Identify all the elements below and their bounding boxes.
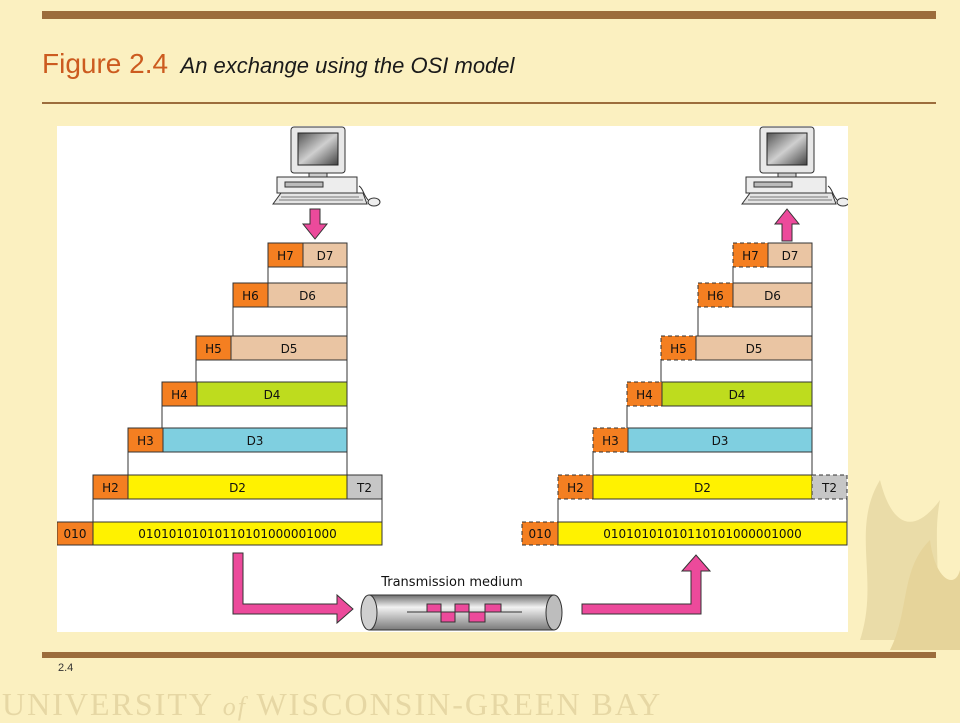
- receiver-data-d3: [627, 427, 813, 453]
- sender-down-arrow-icon: [301, 208, 329, 240]
- receiver-data-d6: [732, 282, 813, 308]
- receiver-trailer-label: T2: [821, 481, 837, 495]
- sender-data-label: D7: [317, 249, 334, 263]
- receiver-data-label: D7: [782, 249, 799, 263]
- title-rule: [42, 102, 936, 104]
- receiver-data-label: D4: [729, 388, 746, 402]
- sender-data-label: D4: [264, 388, 281, 402]
- bottom-rule: [42, 652, 936, 658]
- figure-number: Figure 2.4: [42, 48, 169, 79]
- wordmark-of: of: [222, 692, 248, 721]
- receiver-header-label: H6: [707, 289, 724, 303]
- university-wordmark: UNIVERSITY of WISCONSIN-GREEN BAY: [2, 686, 662, 723]
- receiver-header-h4: [626, 381, 663, 407]
- sender-header-label: H6: [242, 289, 259, 303]
- sender-data-label: D3: [247, 434, 264, 448]
- sender-bitstream: [92, 521, 383, 546]
- sender-header-h7: [267, 242, 304, 268]
- sender-header-h2: [92, 474, 129, 500]
- receiver-bitstream: [557, 521, 848, 546]
- receiver-data-d7: [767, 242, 813, 268]
- transmission-medium-pipe: [360, 594, 563, 631]
- receiver-bits-prefix: [521, 521, 559, 546]
- transmission-medium-label: Transmission medium: [380, 575, 523, 590]
- sender-header-label: H2: [102, 481, 119, 495]
- receiver-header-h3: [592, 427, 629, 453]
- receiver-header-label: H5: [670, 342, 687, 356]
- top-rule: [42, 11, 936, 19]
- receiver-computer-icon: [741, 126, 850, 207]
- sender-bits-prefix-label: 010: [64, 527, 87, 541]
- sender-data-d6: [267, 282, 348, 308]
- sender-trailer-t2: [346, 474, 383, 500]
- sender-data-d5: [230, 335, 348, 361]
- figure-caption: An exchange using the OSI model: [180, 53, 515, 78]
- sender-data-d2: [127, 474, 348, 500]
- wordmark-part-2: WISCONSIN-GREEN BAY: [256, 686, 663, 722]
- receiver-header-label: H4: [636, 388, 653, 402]
- wordmark-part-1: UNIVERSITY: [2, 686, 213, 722]
- receiver-header-label: H3: [602, 434, 619, 448]
- sender-computer-icon: [272, 126, 381, 207]
- to-medium-arrow-icon: [232, 552, 354, 625]
- sender-data-d4: [196, 381, 348, 407]
- receiver-data-label: D6: [764, 289, 781, 303]
- sender-data-d7: [302, 242, 348, 268]
- receiver-data-d4: [661, 381, 813, 407]
- sender-header-label: H3: [137, 434, 154, 448]
- receiver-header-h2: [557, 474, 594, 500]
- sender-header-label: H4: [171, 388, 188, 402]
- receiver-header-h6: [697, 282, 734, 308]
- receiver-up-arrow-icon: [773, 208, 801, 242]
- receiver-data-d2: [592, 474, 813, 500]
- receiver-bits-prefix-label: 010: [529, 527, 552, 541]
- sender-header-label: H5: [205, 342, 222, 356]
- receiver-data-label: D2: [694, 481, 711, 495]
- receiver-header-label: H7: [742, 249, 759, 263]
- sender-header-label: H7: [277, 249, 294, 263]
- receiver-header-label: H2: [567, 481, 584, 495]
- receiver-bitstream-label: 01010101010110101000001000: [603, 527, 802, 541]
- slide-title: Figure 2.4 An exchange using the OSI mod…: [42, 48, 514, 80]
- university-emblem-watermark: [860, 480, 960, 650]
- receiver-header-h7: [732, 242, 769, 268]
- sender-header-h3: [127, 427, 164, 453]
- from-medium-arrow-icon: [581, 554, 712, 615]
- receiver-data-label: D3: [712, 434, 729, 448]
- receiver-data-label: D5: [746, 342, 763, 356]
- sender-data-label: D2: [229, 481, 246, 495]
- sender-data-label: D6: [299, 289, 316, 303]
- sender-bitstream-label: 01010101010110101000001000: [138, 527, 337, 541]
- sender-trailer-label: T2: [356, 481, 372, 495]
- sender-data-label: D5: [281, 342, 298, 356]
- receiver-header-h5: [660, 335, 697, 361]
- sender-data-d3: [162, 427, 348, 453]
- receiver-trailer-t2: [811, 474, 848, 500]
- receiver-data-d5: [695, 335, 813, 361]
- slide-number: 2.4: [58, 662, 74, 674]
